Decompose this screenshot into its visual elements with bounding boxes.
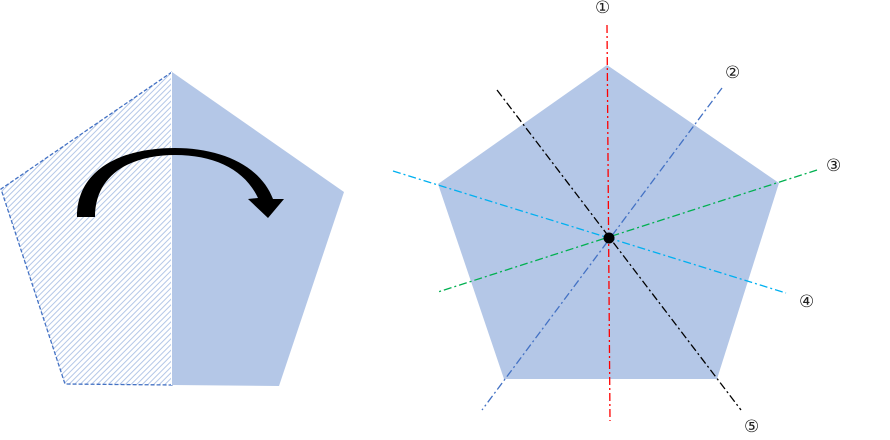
axis-1-line [606,24,611,422]
axis-label-2: ② [725,63,740,83]
axis-5-line [496,89,742,411]
folding-pentagon [0,70,344,386]
axis-label-1: ① [595,0,610,18]
solid-right-half [172,72,344,386]
axis-label-5: ⑤ [744,417,759,437]
axis-2-line [481,87,723,411]
axis-3-line [437,169,818,293]
axis-label-4: ④ [799,292,814,312]
axis-4-line [392,170,787,294]
hatched-left-half [0,70,173,386]
pentagon-symmetry-axes: ① ② ③ ④ ⑤ [392,0,841,437]
curved-arrow-icon [77,148,284,218]
center-point [603,232,615,244]
axis-label-3: ③ [826,156,841,176]
